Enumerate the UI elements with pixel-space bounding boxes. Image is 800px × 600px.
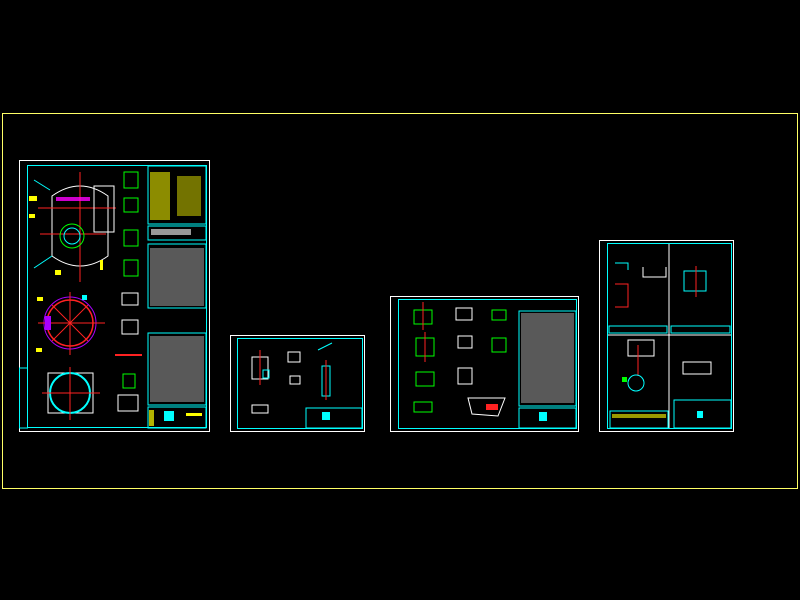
sheet-frame: [607, 243, 732, 429]
vessel-bottom-view: [42, 367, 100, 420]
sheet-border: [599, 240, 734, 432]
parts-list-table: [147, 332, 207, 406]
detail-drawings: [615, 262, 712, 392]
title-block: [147, 406, 207, 429]
detail-drawings: [251, 342, 333, 414]
parts-list-table: [518, 310, 577, 407]
sheet-details-2[interactable]: [390, 296, 579, 432]
title-block: [518, 407, 577, 429]
technical-data-table: [147, 165, 207, 241]
sheet-details-1[interactable]: [230, 335, 365, 432]
vessel-elevation-view: [29, 172, 116, 282]
sheet-border: [19, 160, 210, 432]
title-block: [305, 407, 363, 429]
vessel-plan-view: [36, 292, 105, 355]
sheet-main-assembly[interactable]: [19, 160, 210, 432]
drawing-limits-frame: [2, 113, 798, 489]
binding-margin-table: [19, 367, 28, 429]
sheet-details-3[interactable]: [599, 240, 734, 432]
sheet-border: [390, 296, 579, 432]
detail-drawings: [413, 302, 507, 417]
sheet-frame: [237, 338, 363, 429]
nozzle-table: [147, 243, 207, 309]
title-block: [608, 325, 732, 429]
detail-column: [115, 171, 142, 412]
sheet-border: [230, 335, 365, 432]
